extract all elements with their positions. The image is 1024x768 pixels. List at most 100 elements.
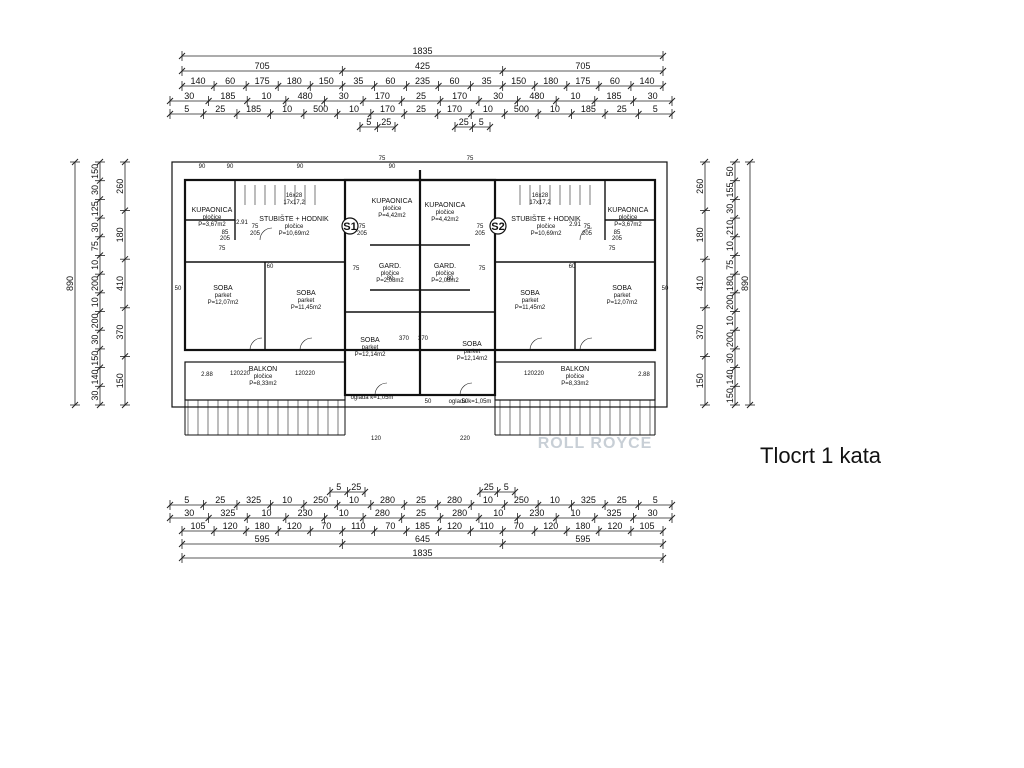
dim-bot-3-4: 70: [321, 521, 331, 531]
door-swing-4: [374, 382, 388, 396]
dim-bot-1-11: 10: [550, 495, 560, 505]
room-5-floor: pločice: [619, 215, 638, 221]
room-1-floor: pločice: [285, 224, 304, 230]
dim-top-stair-a-0: 5: [366, 117, 371, 127]
dim-top-5-0: 5: [184, 104, 189, 114]
dim-left-2-12: 30: [90, 391, 100, 401]
dim-top-3-3: 180: [287, 76, 302, 86]
dim-top-5-3: 10: [282, 104, 292, 114]
level-mark-0: 2.91: [236, 220, 248, 226]
drawing-title: Tlocrt 1 kata: [760, 443, 882, 468]
dim-bot-4-2: 595: [575, 534, 590, 544]
balcony-right: [494, 361, 656, 401]
dim-bot-2-12: 30: [648, 508, 658, 518]
dim-bot-2-3: 230: [298, 508, 313, 518]
dim-top-5-12: 185: [581, 104, 596, 114]
room-7-name: GARD.: [434, 263, 456, 270]
room-0-area: P=3,67m2: [198, 222, 226, 228]
dim-bot-2-0: 30: [184, 508, 194, 518]
room-10-floor: parket: [522, 298, 539, 304]
roof-outline: [171, 161, 668, 408]
opening-dim-6: 75: [584, 224, 591, 230]
dim-right-3-2: 410: [695, 276, 705, 291]
dim-right-2-11: 140: [725, 369, 735, 384]
dim-right-2-4: 10: [725, 241, 735, 251]
dim-left-3-3: 370: [115, 325, 125, 340]
dim-bot-1-3: 10: [282, 495, 292, 505]
dim-right-2-6: 180: [725, 276, 735, 291]
dim-bot-4-0: 595: [255, 534, 270, 544]
dim-top-2-1: 425: [415, 61, 430, 71]
dim-top-5-14: 5: [653, 104, 658, 114]
opening-dim-21: 220: [534, 371, 545, 377]
level-mark-3: 2.88: [638, 372, 650, 378]
opening-dim-30: 50: [425, 399, 432, 405]
room-12-area: P=12,14m2: [355, 352, 387, 358]
dim-bot-1-9: 10: [483, 495, 493, 505]
door-swing-0: [249, 337, 263, 351]
dim-top-5-1: 25: [215, 104, 225, 114]
room-9-area: P=11,45m2: [291, 305, 322, 311]
dim-top-2-0: 705: [255, 61, 270, 71]
dim-right-3-1: 180: [695, 227, 705, 242]
room-10-name: SOBA: [520, 290, 540, 297]
dim-top-5-9: 10: [483, 104, 493, 114]
opening-dim-18: 120: [295, 371, 306, 377]
dim-top-stair-a-1: 25: [381, 117, 391, 127]
dim-left-3-2: 410: [115, 276, 125, 291]
dim-left-2-6: 200: [90, 276, 100, 291]
section-marker-0: [341, 217, 359, 235]
dim-right-2-7: 200: [725, 295, 735, 310]
dim-top-4-9: 480: [529, 91, 544, 101]
room-0-floor: pločice: [203, 215, 222, 221]
dim-bot-2-6: 25: [416, 508, 426, 518]
opening-dim-5: 205: [475, 231, 486, 237]
opening-dim-29: 50: [662, 286, 669, 292]
railing-note-1: oglada k=1,05m: [449, 399, 492, 405]
section-marker-1: [489, 217, 507, 235]
opening-dim-35: 75: [609, 246, 616, 252]
dim-bot-1-10: 250: [514, 495, 529, 505]
opening-dim-23: 220: [240, 371, 251, 377]
opening-dim-7: 205: [582, 231, 593, 237]
room-15-name: BALKON: [561, 366, 589, 373]
dim-right-2-10: 30: [725, 353, 735, 363]
dim-top-stair-b-1: 5: [479, 117, 484, 127]
dim-bot-1-4: 250: [313, 495, 328, 505]
dim-top-total-0: 1835: [412, 46, 432, 56]
dim-top-3-9: 35: [482, 76, 492, 86]
opening-dim-4: 75: [477, 224, 484, 230]
dim-top-5-10: 500: [514, 104, 529, 114]
dim-bot-3-2: 180: [255, 521, 270, 531]
dim-top-4-10: 10: [570, 91, 580, 101]
opening-dim-9: 205: [220, 236, 231, 242]
room-15-floor: pločice: [566, 374, 585, 380]
opening-dim-15: 90: [227, 164, 234, 170]
dim-top-3-7: 235: [415, 76, 430, 86]
stair-label-2: 16x28: [532, 193, 549, 199]
opening-dim-20: 120: [524, 371, 535, 377]
door-swing-5: [459, 382, 473, 396]
dim-top-3-13: 60: [610, 76, 620, 86]
door-swing-7: [579, 227, 593, 241]
dim-top-3-12: 175: [575, 76, 590, 86]
dim-top-5-11: 10: [550, 104, 560, 114]
dim-top-4-12: 30: [648, 91, 658, 101]
balcony-left: [184, 361, 346, 401]
opening-dim-13: 60: [569, 264, 576, 270]
dim-left-3-1: 180: [115, 227, 125, 242]
room-3-name: KUPAONICA: [425, 202, 466, 209]
opening-dim-25: 220: [460, 436, 471, 442]
dim-bot-1-6: 280: [380, 495, 395, 505]
dim-bot-1-7: 25: [416, 495, 426, 505]
room-11-area: P=12,07m2: [607, 300, 639, 306]
room-1-name: STUBIŠTE + HODNIK: [259, 214, 329, 223]
dim-top-4-2: 10: [262, 91, 272, 101]
dim-left-2-3: 30: [90, 222, 100, 232]
dim-top-2-2: 705: [575, 61, 590, 71]
room-3-area: P=4,42m2: [431, 217, 459, 223]
opening-dim-17: 90: [389, 164, 396, 170]
dim-left-2-7: 10: [90, 297, 100, 307]
dim-bot-3-14: 105: [639, 521, 654, 531]
dim-bot-1-1: 25: [215, 495, 225, 505]
